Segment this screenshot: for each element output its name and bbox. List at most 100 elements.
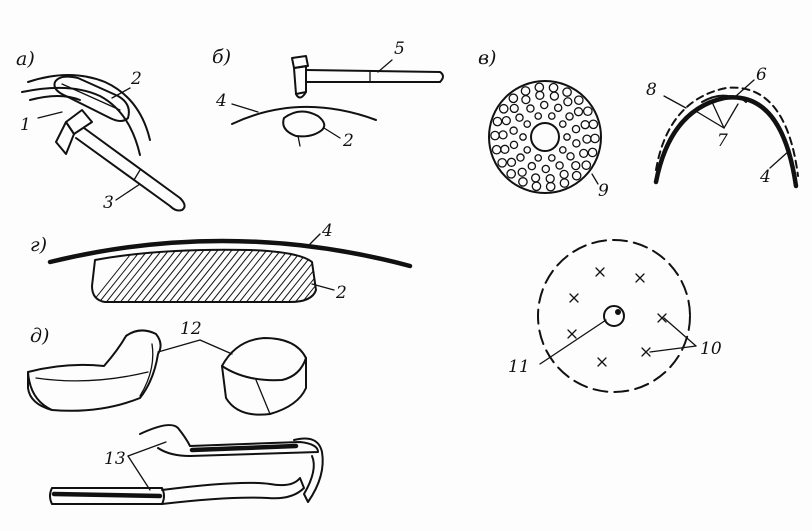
disc-hole: [509, 126, 518, 135]
tire-curve-4: [231, 105, 377, 125]
tire-curve-4: [47, 238, 413, 269]
leader-1: [37, 111, 63, 119]
patch-edge: [61, 83, 121, 111]
spoon-13-bottom-handle: [51, 491, 163, 499]
disc-hole: [518, 177, 528, 187]
disc-hole: [526, 104, 535, 113]
panel-d-label: д): [30, 325, 49, 347]
callout-9: 9: [598, 181, 609, 201]
callout-4: 4: [759, 167, 771, 187]
disc-hole: [573, 107, 584, 117]
hatch-line: [145, 249, 195, 302]
panel-v: в) 9 8 6 7 4: [478, 47, 799, 201]
disc-hole: [517, 167, 527, 177]
leader-11: [539, 319, 607, 365]
disc-hole: [587, 147, 598, 158]
hatch-line: [96, 249, 146, 302]
hatch-line: [278, 249, 316, 302]
disc-hole: [580, 120, 590, 130]
leader-6: [735, 79, 755, 97]
callout-2: 2: [130, 69, 142, 89]
disc-hole: [572, 139, 581, 148]
hatch-line: [222, 249, 272, 302]
disc-hole: [590, 133, 600, 144]
panel-v-label: в): [478, 47, 496, 69]
disc-hole: [559, 178, 570, 188]
hatch-line: [103, 249, 153, 302]
panel-g: г) 4 2: [30, 221, 413, 303]
hatch-line: [131, 249, 181, 302]
dolly-12-edge: [35, 371, 149, 382]
hatch-line: [250, 249, 300, 302]
tire-surface-line: [29, 95, 81, 101]
disc-hole: [565, 112, 574, 121]
patch-2: [53, 75, 130, 122]
dolly-2: [91, 248, 317, 303]
disc-hole: [527, 161, 537, 171]
disc-hole: [588, 119, 599, 130]
hatch-line: [92, 249, 139, 302]
leader-9: [591, 173, 599, 185]
hatch-line: [299, 249, 316, 302]
hatch-line: [229, 249, 279, 302]
panel-b-label: б): [212, 46, 231, 68]
hatch-line: [138, 249, 188, 302]
hatch-line: [124, 249, 174, 302]
leader-8: [663, 95, 687, 109]
disc-hole: [571, 160, 581, 171]
callout-3: 3: [103, 193, 114, 213]
disc-hole: [519, 133, 527, 141]
panel-g-label: г): [30, 234, 47, 256]
disc-holes: [490, 82, 600, 192]
hatch-line: [257, 249, 307, 302]
tire-surface-line: [21, 86, 141, 156]
disc-hole: [549, 91, 560, 101]
disc-hole: [558, 146, 567, 154]
dolly-2: [282, 110, 326, 138]
hatch-line: [243, 249, 293, 302]
callout-1: 1: [20, 115, 31, 135]
callout-2: 2: [342, 131, 354, 151]
disc-hole: [498, 103, 509, 114]
disc-hole: [582, 134, 592, 144]
hatch-line: [187, 249, 237, 302]
dolly-12b: [221, 337, 307, 416]
leader-4: [231, 103, 259, 113]
hatch-line: [117, 249, 167, 302]
callout-4: 4: [215, 91, 227, 111]
disc-hole: [563, 97, 573, 107]
disc-hole: [553, 103, 563, 113]
disc-hole: [509, 140, 519, 150]
disc-center-hole: [530, 122, 560, 152]
cross-marks-10: [567, 267, 667, 367]
dolly-12b-edge: [221, 357, 307, 382]
cross-mark: [567, 329, 577, 339]
spoon-13-top-hook: [293, 437, 324, 503]
disc-hole: [506, 168, 517, 179]
disc-hole: [547, 154, 556, 162]
leader-7: [723, 103, 739, 129]
center-hole-highlight: [615, 309, 621, 315]
hatch-line: [152, 249, 202, 302]
cross-mark: [569, 293, 579, 303]
disc-hole: [539, 100, 549, 110]
spoon-13-bottom-blade: [161, 477, 305, 505]
perforated-disc-9: [488, 80, 602, 194]
disc-hole: [571, 170, 582, 181]
hatch-line: [159, 249, 209, 302]
leader-3: [115, 183, 141, 201]
hatch-line: [180, 249, 230, 302]
cross-mark: [641, 347, 651, 357]
tire-section-4: [653, 95, 799, 189]
hatch-line: [292, 249, 316, 302]
hatch-line: [285, 249, 316, 302]
disc-hole: [491, 144, 502, 155]
leader-2: [311, 283, 335, 291]
handle-grip-mark: [133, 169, 141, 181]
disc-hole: [501, 115, 511, 126]
disc-hole: [516, 153, 525, 162]
panel-a: а) 1 2 3: [16, 48, 186, 213]
hatch-line: [236, 249, 286, 302]
leader-13: [127, 441, 167, 457]
